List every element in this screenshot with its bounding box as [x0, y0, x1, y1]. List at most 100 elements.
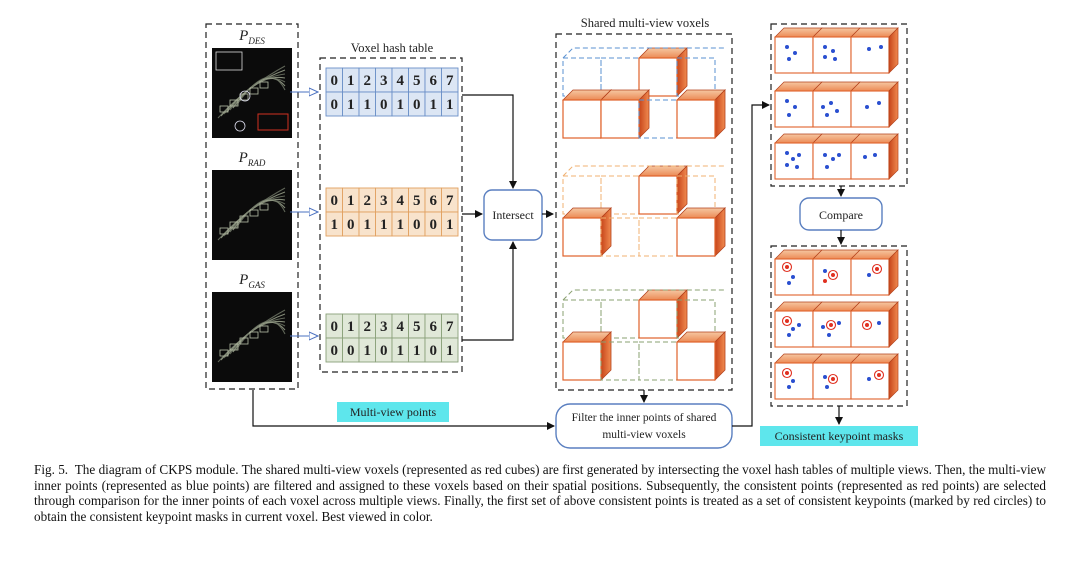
hash-bit: 0	[331, 343, 339, 359]
blue-point	[797, 323, 801, 327]
hash-bit: 0	[380, 97, 388, 113]
blue-point	[821, 325, 825, 329]
blue-point	[823, 55, 827, 59]
voxel-cube	[562, 331, 612, 381]
blue-point	[867, 273, 871, 277]
hash-bit: 1	[446, 343, 454, 359]
blue-point	[785, 151, 789, 155]
hash-index: 7	[446, 73, 454, 89]
red-point	[829, 323, 833, 327]
hash-bit: 1	[331, 217, 339, 233]
blue-point	[825, 385, 829, 389]
multiview-points-label: Multi-view points	[350, 405, 437, 419]
hash-index: 5	[413, 73, 421, 89]
hash-index: 2	[364, 319, 372, 335]
view-label: PRAD	[238, 150, 266, 168]
hash-bit: 0	[413, 97, 421, 113]
hash-index: 0	[331, 319, 339, 335]
voxel-cube	[562, 207, 612, 257]
blue-point	[877, 101, 881, 105]
shared-voxels-title: Shared multi-view voxels	[581, 16, 710, 30]
keypoint-circle	[871, 263, 883, 275]
hash-index: 5	[413, 319, 421, 335]
filter-label-line2: multi-view voxels	[602, 429, 686, 441]
hash-bit: 1	[380, 217, 388, 233]
hash-bit: 1	[397, 97, 405, 113]
blue-point	[785, 163, 789, 167]
points-panel	[770, 23, 908, 187]
views-panel	[205, 23, 299, 390]
blue-point	[823, 375, 827, 379]
voxel-cube	[638, 47, 688, 97]
voxel-cube	[638, 289, 688, 339]
voxel-cube	[676, 331, 726, 381]
hash-index: 6	[430, 319, 438, 335]
view-label: PGAS	[238, 272, 265, 290]
blue-point	[821, 105, 825, 109]
blue-point	[833, 57, 837, 61]
figure-caption: Fig. 5. The diagram of CKPS module. The …	[34, 462, 1046, 524]
hash-index: 7	[446, 193, 454, 209]
hash-index: 0	[331, 193, 339, 209]
blue-point	[831, 49, 835, 53]
red-point	[875, 267, 879, 271]
hash-bit: 0	[430, 217, 438, 233]
hash-bit: 1	[397, 217, 405, 233]
hash-index: 3	[380, 73, 388, 89]
hash-bit: 1	[364, 97, 372, 113]
hash-bit: 1	[430, 97, 438, 113]
blue-point	[791, 379, 795, 383]
voxel-cube	[676, 207, 726, 257]
red-point	[785, 371, 789, 375]
view-subscript: GAS	[248, 280, 265, 290]
hash-index: 7	[446, 319, 454, 335]
red-point	[831, 377, 835, 381]
blue-point	[823, 269, 827, 273]
blue-point	[865, 105, 869, 109]
blue-point	[825, 113, 829, 117]
hash-bit: 0	[430, 343, 438, 359]
blue-point	[787, 385, 791, 389]
blue-point	[863, 155, 867, 159]
connector-arrows	[252, 94, 845, 430]
view-to-table-arrows	[290, 92, 318, 336]
voxel-grid	[562, 165, 726, 257]
voxel-point-row	[774, 249, 899, 296]
blue-point	[793, 51, 797, 55]
multiview-points-highlight	[337, 402, 449, 422]
voxel-empty	[638, 341, 678, 381]
blue-point	[829, 101, 833, 105]
view-image	[212, 48, 292, 138]
intersect-box	[483, 189, 543, 241]
hash-bit: 1	[413, 343, 421, 359]
hash-cell	[441, 91, 459, 117]
hash-index: 6	[430, 193, 438, 209]
voxel-point-row	[774, 27, 899, 74]
keypoint-circle	[861, 319, 873, 331]
view-subscript: DES	[247, 36, 265, 46]
blue-point	[827, 333, 831, 337]
hash-bit: 1	[364, 217, 372, 233]
keypoint-circle	[781, 261, 793, 273]
voxel-point-row	[774, 301, 899, 348]
hash-index: 6	[430, 73, 438, 89]
hash-bit: 1	[397, 343, 405, 359]
blue-point	[785, 45, 789, 49]
keypoint-circle	[781, 315, 793, 327]
blue-point	[837, 321, 841, 325]
red-point	[785, 265, 789, 269]
blue-point	[791, 327, 795, 331]
keypoint-circle	[781, 367, 793, 379]
blue-point	[791, 157, 795, 161]
hash-bit: 1	[446, 217, 454, 233]
voxel-empty	[676, 175, 716, 215]
hash-index: 5	[413, 193, 421, 209]
hash-index: 3	[380, 193, 388, 209]
hash-index: 1	[347, 319, 355, 335]
hash-bit: 1	[446, 97, 454, 113]
voxel-point-row	[774, 353, 899, 400]
hash-bit: 1	[347, 97, 355, 113]
